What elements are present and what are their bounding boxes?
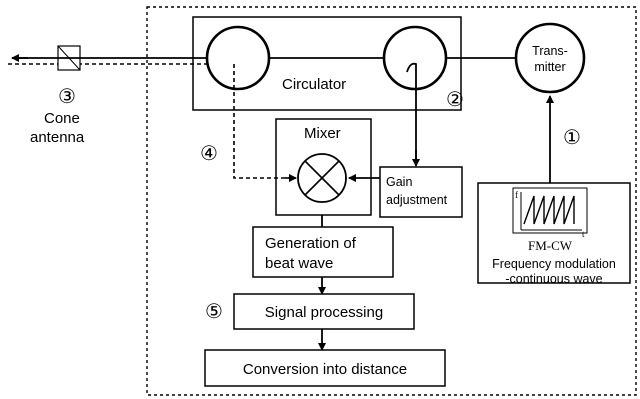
beat-label-2: beat wave: [265, 255, 333, 272]
marker-2: ②: [446, 89, 464, 111]
gain-adjustment-box: [379, 166, 463, 218]
multiply-icon: [304, 160, 340, 196]
cone-antenna-label-1: Cone: [44, 110, 80, 127]
mixer-label: Mixer: [304, 125, 341, 142]
marker-5: ⑤: [205, 301, 223, 323]
sawtooth-waveform-icon: [520, 192, 582, 231]
circulator-port-left: [205, 25, 271, 91]
beat-wave-box: [252, 226, 394, 278]
conversion-label: Conversion into distance: [243, 361, 407, 378]
transmitter-label-1: Trans-: [532, 44, 568, 58]
signal-processing-box: [233, 293, 415, 330]
received-to-mixer-line: [233, 64, 290, 179]
gain-branch-line: [406, 62, 417, 160]
cone-antenna-label-2: antenna: [30, 129, 85, 146]
signal-processing-label: Signal processing: [265, 304, 383, 321]
circulator-label: Circulator: [282, 76, 346, 93]
cone-antenna-icon: [57, 45, 81, 71]
marker-1: ①: [563, 127, 581, 149]
fmcw-caption: FM-CW: [528, 238, 573, 253]
system-border: [146, 6, 637, 396]
freq-mod-label-2: -continuous wave: [505, 272, 602, 286]
marker-3: ③: [58, 86, 76, 108]
fmcw-waveform-frame: [512, 187, 588, 234]
transmitter-circle: [514, 22, 586, 94]
axis-f-label: f: [515, 190, 518, 200]
conversion-box: [204, 349, 446, 387]
transmitter-label-2: mitter: [534, 60, 565, 74]
gain-label-2: adjustment: [386, 193, 448, 207]
marker-4: ④: [200, 143, 218, 165]
circulator-port-right: [382, 25, 448, 91]
axis-t-label: t: [582, 229, 585, 239]
freq-mod-label-1: Frequency modulation: [492, 257, 616, 271]
beat-label-1: Generation of: [265, 235, 357, 252]
gain-label-1: Gain: [386, 175, 412, 189]
